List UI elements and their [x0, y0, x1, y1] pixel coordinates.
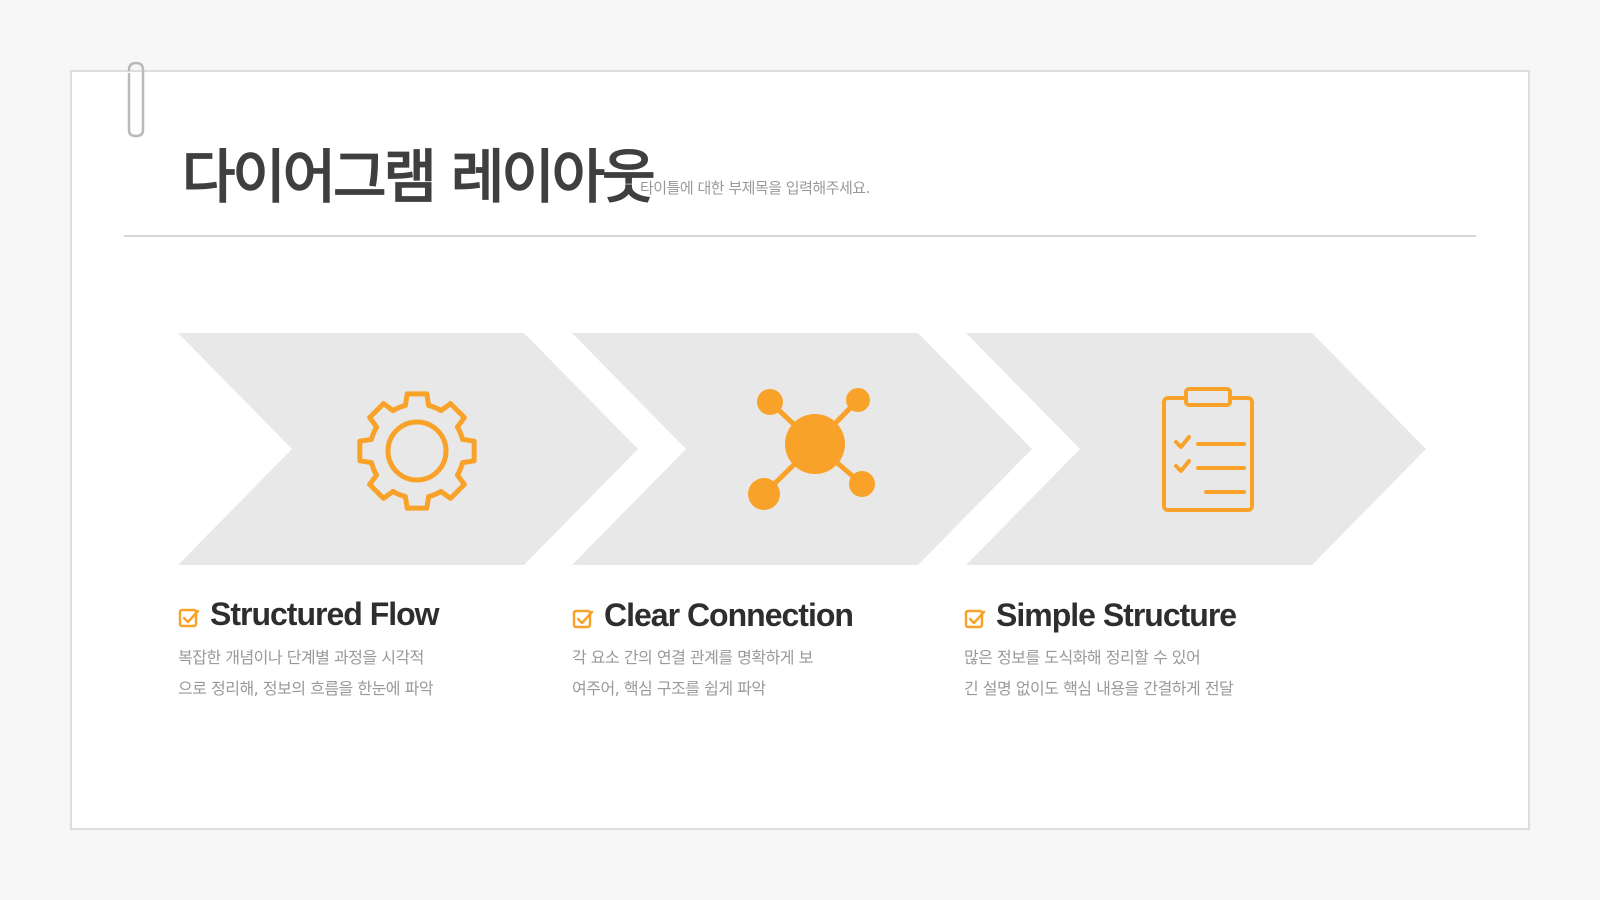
checkbox-checked-icon	[178, 608, 200, 627]
step-3-heading: Simple Structure	[964, 597, 1237, 634]
step-1-desc-line-1: 복잡한 개념이나 단계별 과정을 시각적	[178, 648, 424, 667]
step-2-description: 각 요소 간의 연결 관계를 명확하게 보 여주어, 핵심 구조를 쉽게 파악	[572, 642, 813, 704]
checkbox-checked-icon	[572, 609, 594, 628]
clipboard-checklist-icon	[1162, 387, 1254, 512]
step-3-title: Simple Structure	[996, 597, 1237, 633]
network-icon	[748, 388, 875, 510]
header-divider	[124, 235, 1476, 237]
gear-icon	[357, 391, 477, 511]
step-1-description: 복잡한 개념이나 단계별 과정을 시각적 으로 정리해, 정보의 흐름을 한눈에…	[178, 642, 434, 704]
page-subtitle: 타이틀에 대한 부제목을 입력해주세요.	[640, 179, 870, 197]
step-1-heading: Structured Flow	[178, 596, 440, 633]
step-2-title: Clear Connection	[604, 597, 854, 633]
chevron-step-3	[966, 333, 1426, 565]
step-2-desc-line-2: 여주어, 핵심 구조를 쉽게 파악	[572, 679, 766, 698]
step-2-heading: Clear Connection	[572, 597, 854, 634]
checkbox-checked-icon	[964, 609, 986, 628]
step-1-desc-line-2: 으로 정리해, 정보의 흐름을 한눈에 파악	[178, 679, 434, 698]
page-title: 다이어그램 레이아웃	[182, 143, 655, 211]
step-1-title: Structured Flow	[210, 596, 440, 632]
step-3-desc-line-1: 많은 정보를 도식화해 정리할 수 있어	[964, 648, 1201, 667]
step-3-desc-line-2: 긴 설명 없이도 핵심 내용을 간결하게 전달	[964, 679, 1234, 698]
paperclip-icon	[127, 61, 145, 138]
chevron-step-1	[178, 333, 638, 565]
step-3-description: 많은 정보를 도식화해 정리할 수 있어 긴 설명 없이도 핵심 내용을 간결하…	[964, 642, 1234, 704]
step-2-desc-line-1: 각 요소 간의 연결 관계를 명확하게 보	[572, 648, 813, 667]
